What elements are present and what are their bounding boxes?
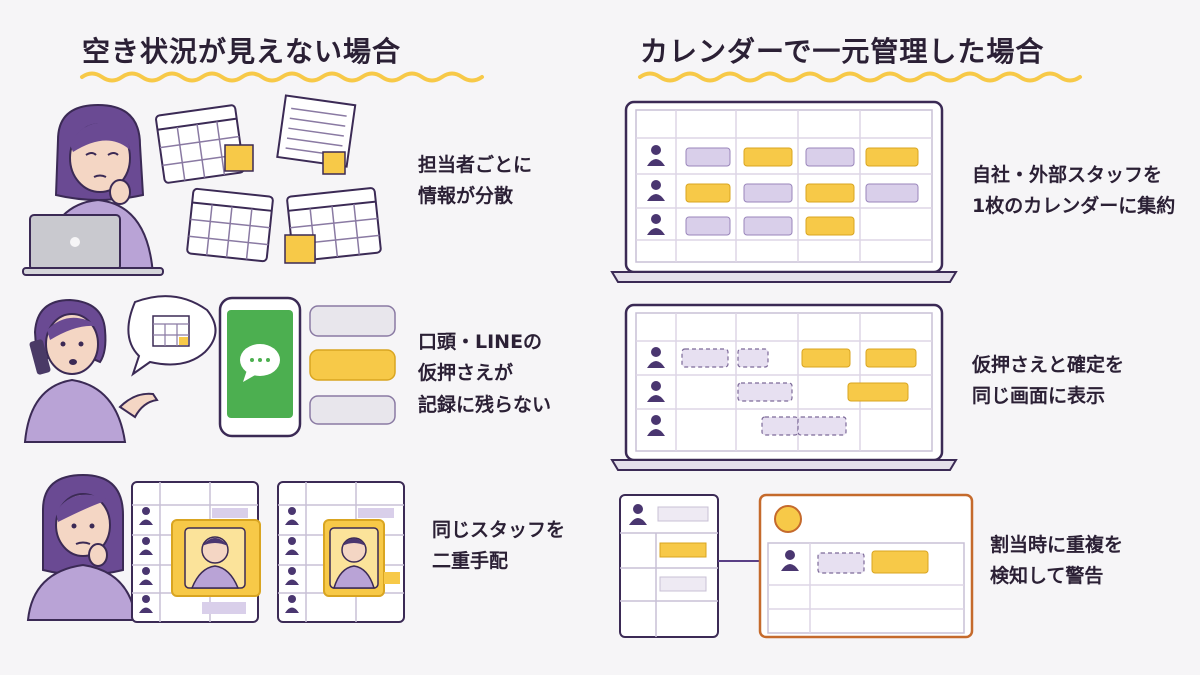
left-title: 空き状況が見えない場合 <box>82 35 402 68</box>
smartphone-chat-illustration <box>218 296 396 438</box>
right-title: カレンダーで一元管理した場合 <box>640 35 1045 68</box>
right-caption-1: 自社・外部スタッフを 1枚のカレンダーに集約 <box>972 164 1176 218</box>
overlap-warning-illustration <box>619 493 974 639</box>
scattered-calendars-illustration <box>155 94 382 264</box>
laptop-calendar-confirmed-illustration <box>610 100 958 283</box>
laptop-calendar-tentative-illustration <box>610 303 958 471</box>
worried-person-illustration <box>26 473 138 621</box>
person-on-phone-illustration <box>23 295 217 443</box>
schedule-grid-right-illustration <box>277 481 405 623</box>
right-caption-2: 仮押さえと確定を 同じ画面に表示 <box>972 354 1125 408</box>
left-caption-1: 担当者ごとに 情報が分散 <box>418 154 533 208</box>
right-caption-3: 割当時に重複を 検知して警告 <box>990 534 1124 588</box>
worried-person-laptop-illustration <box>22 103 164 276</box>
schedule-grid-left-illustration <box>131 481 261 623</box>
right-title-underline <box>638 71 1082 83</box>
left-caption-3: 同じスタッフを 二重手配 <box>432 519 566 573</box>
left-title-underline <box>80 71 484 83</box>
left-caption-2: 口頭・LINEの 仮押さえが 記録に残らない <box>418 331 552 416</box>
